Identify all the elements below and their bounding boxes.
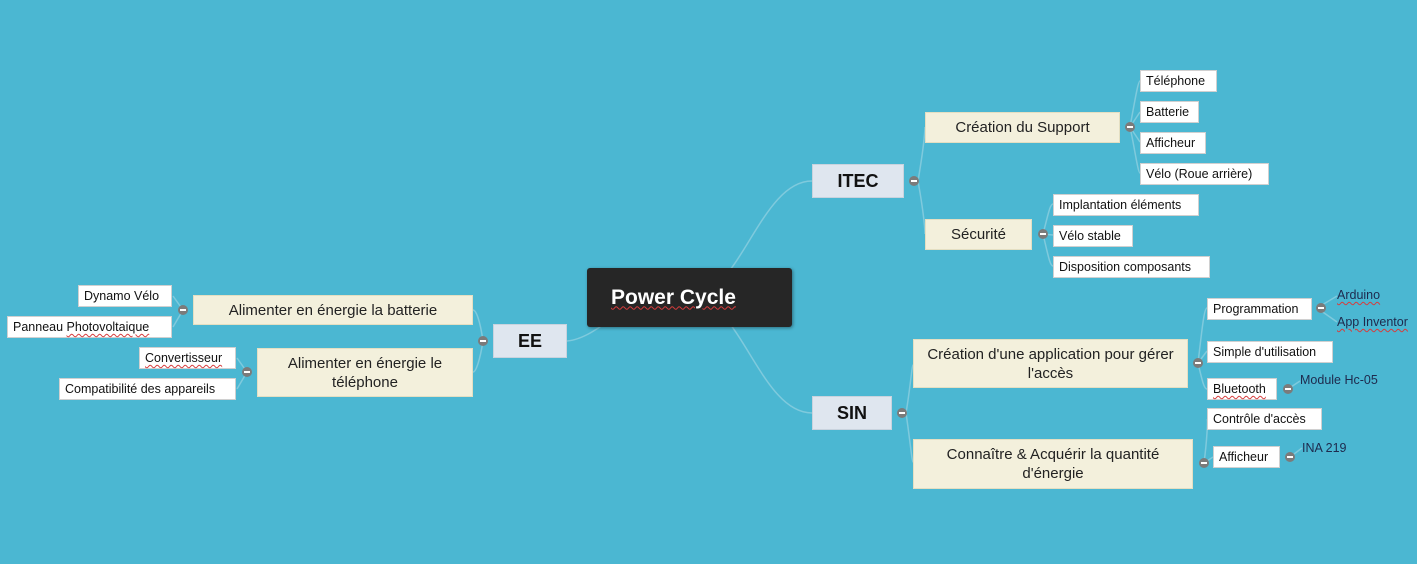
leaf-compatibilite[interactable]: Compatibilité des appareils — [59, 378, 236, 400]
leaf-velo-roue-label: Vélo (Roue arrière) — [1146, 167, 1253, 181]
floating-app-inventor[interactable]: App Inventor — [1337, 315, 1408, 329]
leaf-panneau-word: Photovoltaique — [66, 320, 150, 334]
subtopic-securite-label: Sécurité — [950, 226, 1007, 243]
collapse-itec-icon[interactable] — [909, 176, 919, 186]
leaf-bluetooth[interactable]: Bluetooth — [1207, 378, 1277, 400]
subtopic-creation-support-label: Création du Support — [955, 119, 1090, 136]
branch-sin[interactable]: SIN — [812, 396, 892, 430]
subtopic-connaitre[interactable]: Connaître & Acquérir la quantité d'énerg… — [913, 439, 1193, 489]
leaf-simple[interactable]: Simple d'utilisation — [1207, 341, 1333, 363]
subtopic-creation-app-label: Création d'une application pour gérer l'… — [927, 345, 1174, 382]
floating-module-hc05[interactable]: Module Hc-05 — [1300, 373, 1378, 387]
collapse-alim-telephone-icon[interactable] — [242, 367, 252, 377]
collapse-afficheur-sin-icon[interactable] — [1285, 452, 1295, 462]
leaf-programmation[interactable]: Programmation — [1207, 298, 1312, 320]
leaf-dynamo-label: Dynamo Vélo — [84, 289, 160, 303]
leaf-controle-label: Contrôle d'accès — [1213, 412, 1306, 426]
collapse-ee-icon[interactable] — [478, 336, 488, 346]
leaf-batterie[interactable]: Batterie — [1140, 101, 1199, 123]
floating-arduino[interactable]: Arduino — [1337, 288, 1381, 302]
leaf-afficheur-sin[interactable]: Afficheur — [1213, 446, 1280, 468]
leaf-disposition[interactable]: Disposition composants — [1053, 256, 1210, 278]
leaf-simple-label: Simple d'utilisation — [1213, 345, 1317, 359]
leaf-telephone-label: Téléphone — [1146, 74, 1206, 88]
leaf-velo-roue[interactable]: Vélo (Roue arrière) — [1140, 163, 1269, 185]
leaf-disposition-label: Disposition composants — [1059, 260, 1192, 274]
leaf-panneau-prefix: Panneau — [13, 320, 67, 334]
collapse-connaitre-icon[interactable] — [1199, 458, 1209, 468]
leaf-afficheur-sin-label: Afficheur — [1219, 450, 1269, 464]
leaf-panneau[interactable]: Panneau Photovoltaique — [7, 316, 172, 338]
collapse-alim-batterie-icon[interactable] — [178, 305, 188, 315]
leaf-convertisseur-label: Convertisseur — [145, 351, 223, 365]
central-topic[interactable]: Power Cycle — [587, 268, 792, 327]
leaf-velo-stable[interactable]: Vélo stable — [1053, 225, 1133, 247]
branch-ee[interactable]: EE — [493, 324, 567, 358]
central-topic-label: Power Cycle — [611, 285, 736, 309]
leaf-afficheur-itec-label: Afficheur — [1146, 136, 1196, 150]
leaf-implantation-label: Implantation éléments — [1059, 198, 1182, 212]
collapse-programmation-icon[interactable] — [1316, 303, 1326, 313]
subtopic-alim-batterie[interactable]: Alimenter en énergie la batterie — [193, 295, 473, 325]
subtopic-alim-telephone-label: Alimenter en énergie le téléphone — [287, 354, 443, 391]
collapse-creation-app-icon[interactable] — [1193, 358, 1203, 368]
collapse-securite-icon[interactable] — [1038, 229, 1048, 239]
leaf-telephone[interactable]: Téléphone — [1140, 70, 1217, 92]
leaf-batterie-label: Batterie — [1146, 105, 1190, 119]
subtopic-securite[interactable]: Sécurité — [925, 219, 1032, 250]
collapse-creation-support-icon[interactable] — [1125, 122, 1135, 132]
branch-itec[interactable]: ITEC — [812, 164, 904, 198]
leaf-afficheur-itec[interactable]: Afficheur — [1140, 132, 1206, 154]
leaf-controle[interactable]: Contrôle d'accès — [1207, 408, 1322, 430]
leaf-bluetooth-label: Bluetooth — [1213, 382, 1266, 396]
branch-sin-label: SIN — [836, 402, 867, 423]
subtopic-alim-batterie-label: Alimenter en énergie la batterie — [228, 301, 438, 319]
leaf-programmation-label: Programmation — [1213, 302, 1299, 316]
subtopic-connaitre-label: Connaître & Acquérir la quantité d'énerg… — [946, 446, 1160, 482]
branch-itec-label: ITEC — [837, 170, 879, 191]
leaf-compatibilite-label: Compatibilité des appareils — [65, 382, 216, 396]
collapse-sin-icon[interactable] — [897, 408, 907, 418]
collapse-bluetooth-icon[interactable] — [1283, 384, 1293, 394]
subtopic-creation-support[interactable]: Création du Support — [925, 112, 1120, 143]
floating-ina219[interactable]: INA 219 — [1302, 441, 1347, 455]
leaf-dynamo[interactable]: Dynamo Vélo — [78, 285, 172, 307]
leaf-implantation[interactable]: Implantation éléments — [1053, 194, 1199, 216]
leaf-velo-stable-label: Vélo stable — [1059, 229, 1121, 243]
subtopic-alim-telephone[interactable]: Alimenter en énergie le téléphone — [257, 348, 473, 397]
subtopic-creation-app[interactable]: Création d'une application pour gérer l'… — [913, 339, 1188, 388]
branch-ee-label: EE — [517, 330, 542, 351]
leaf-convertisseur[interactable]: Convertisseur — [139, 347, 236, 369]
